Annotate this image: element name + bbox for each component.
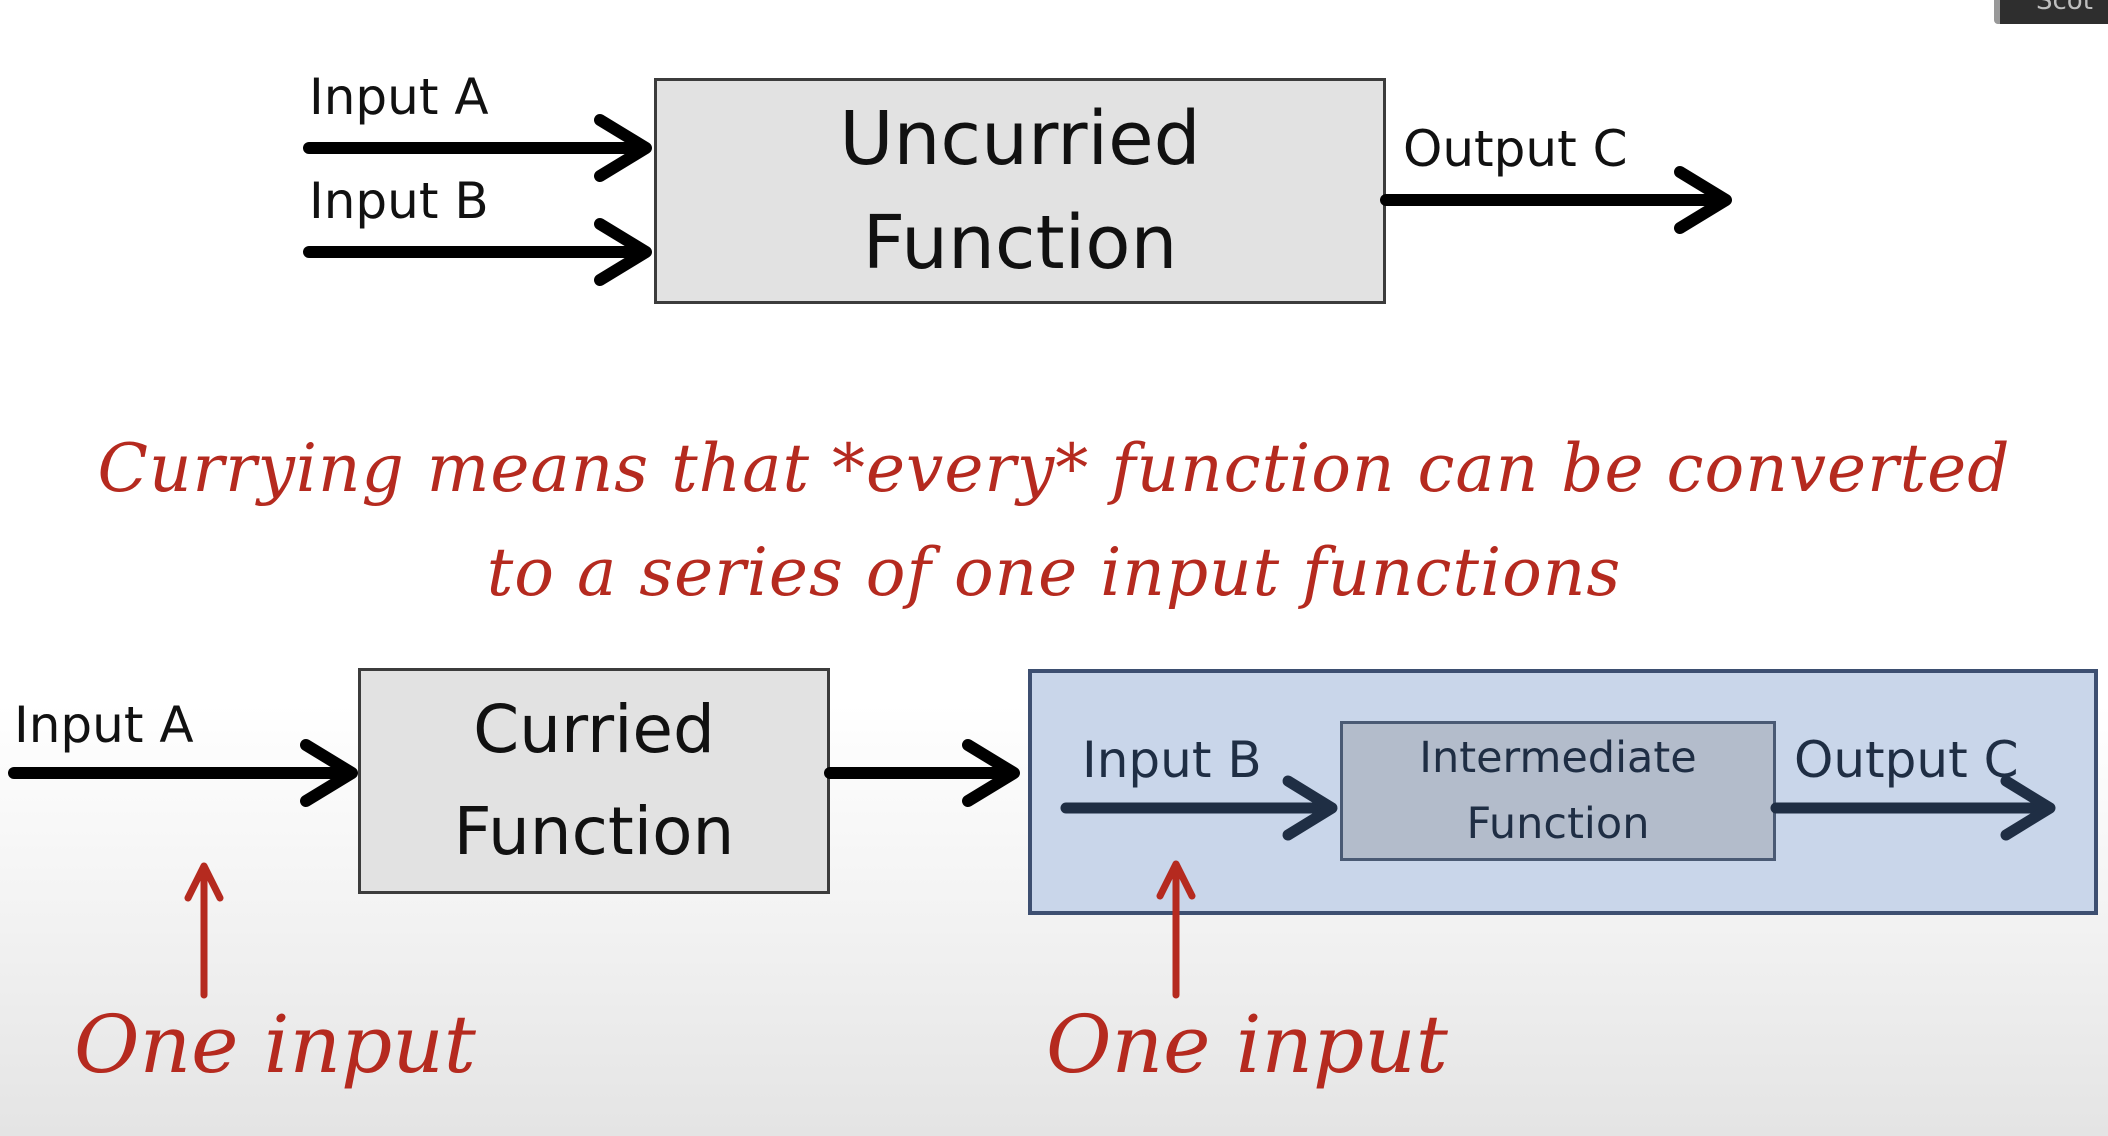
intermediate-function-box: Intermediate Function (1340, 721, 1776, 861)
currying-note-line1: Currying means that *every* function can… (97, 430, 2011, 507)
curried-box-line2: Function (453, 793, 735, 870)
curried-box-line1: Curried (473, 691, 715, 768)
panel-input-b-label: Input B (1082, 731, 1262, 789)
red-arrow-one-input-right (1156, 860, 1196, 999)
uncurried-box-line2: Function (862, 200, 1178, 286)
webcam-overlay-corner: Scot (1994, 0, 2108, 24)
curried-input-a-label: Input A (14, 696, 194, 754)
panel-output-label: Output C (1794, 731, 2019, 789)
currying-note-line2: to a series of one input functions (486, 534, 1622, 611)
uncurried-output-label: Output C (1403, 120, 1628, 178)
curried-function-box: Curried Function (358, 668, 830, 894)
one-input-annotation-left: One input (74, 998, 476, 1091)
intermediate-box-line2: Function (1466, 799, 1650, 849)
uncurried-input-b-label: Input B (309, 172, 489, 230)
uncurried-input-a-label: Input A (309, 68, 489, 126)
uncurried-function-box: Uncurried Function (654, 78, 1386, 304)
red-arrow-one-input-left (184, 862, 224, 999)
arrow-panel-output (1770, 775, 2056, 841)
arrow-uncurried-input-a (303, 114, 652, 182)
arrow-curried-to-panel (824, 739, 1020, 807)
arrow-curried-input-a (8, 739, 358, 807)
webcam-overlay-text: Scot (2036, 0, 2093, 16)
arrow-panel-input-b (1060, 775, 1338, 841)
one-input-annotation-right: One input (1046, 998, 1448, 1091)
arrow-uncurried-output (1380, 166, 1732, 234)
arrow-uncurried-input-b (303, 218, 652, 286)
intermediate-box-line1: Intermediate (1419, 733, 1697, 783)
uncurried-box-line1: Uncurried (839, 96, 1201, 182)
